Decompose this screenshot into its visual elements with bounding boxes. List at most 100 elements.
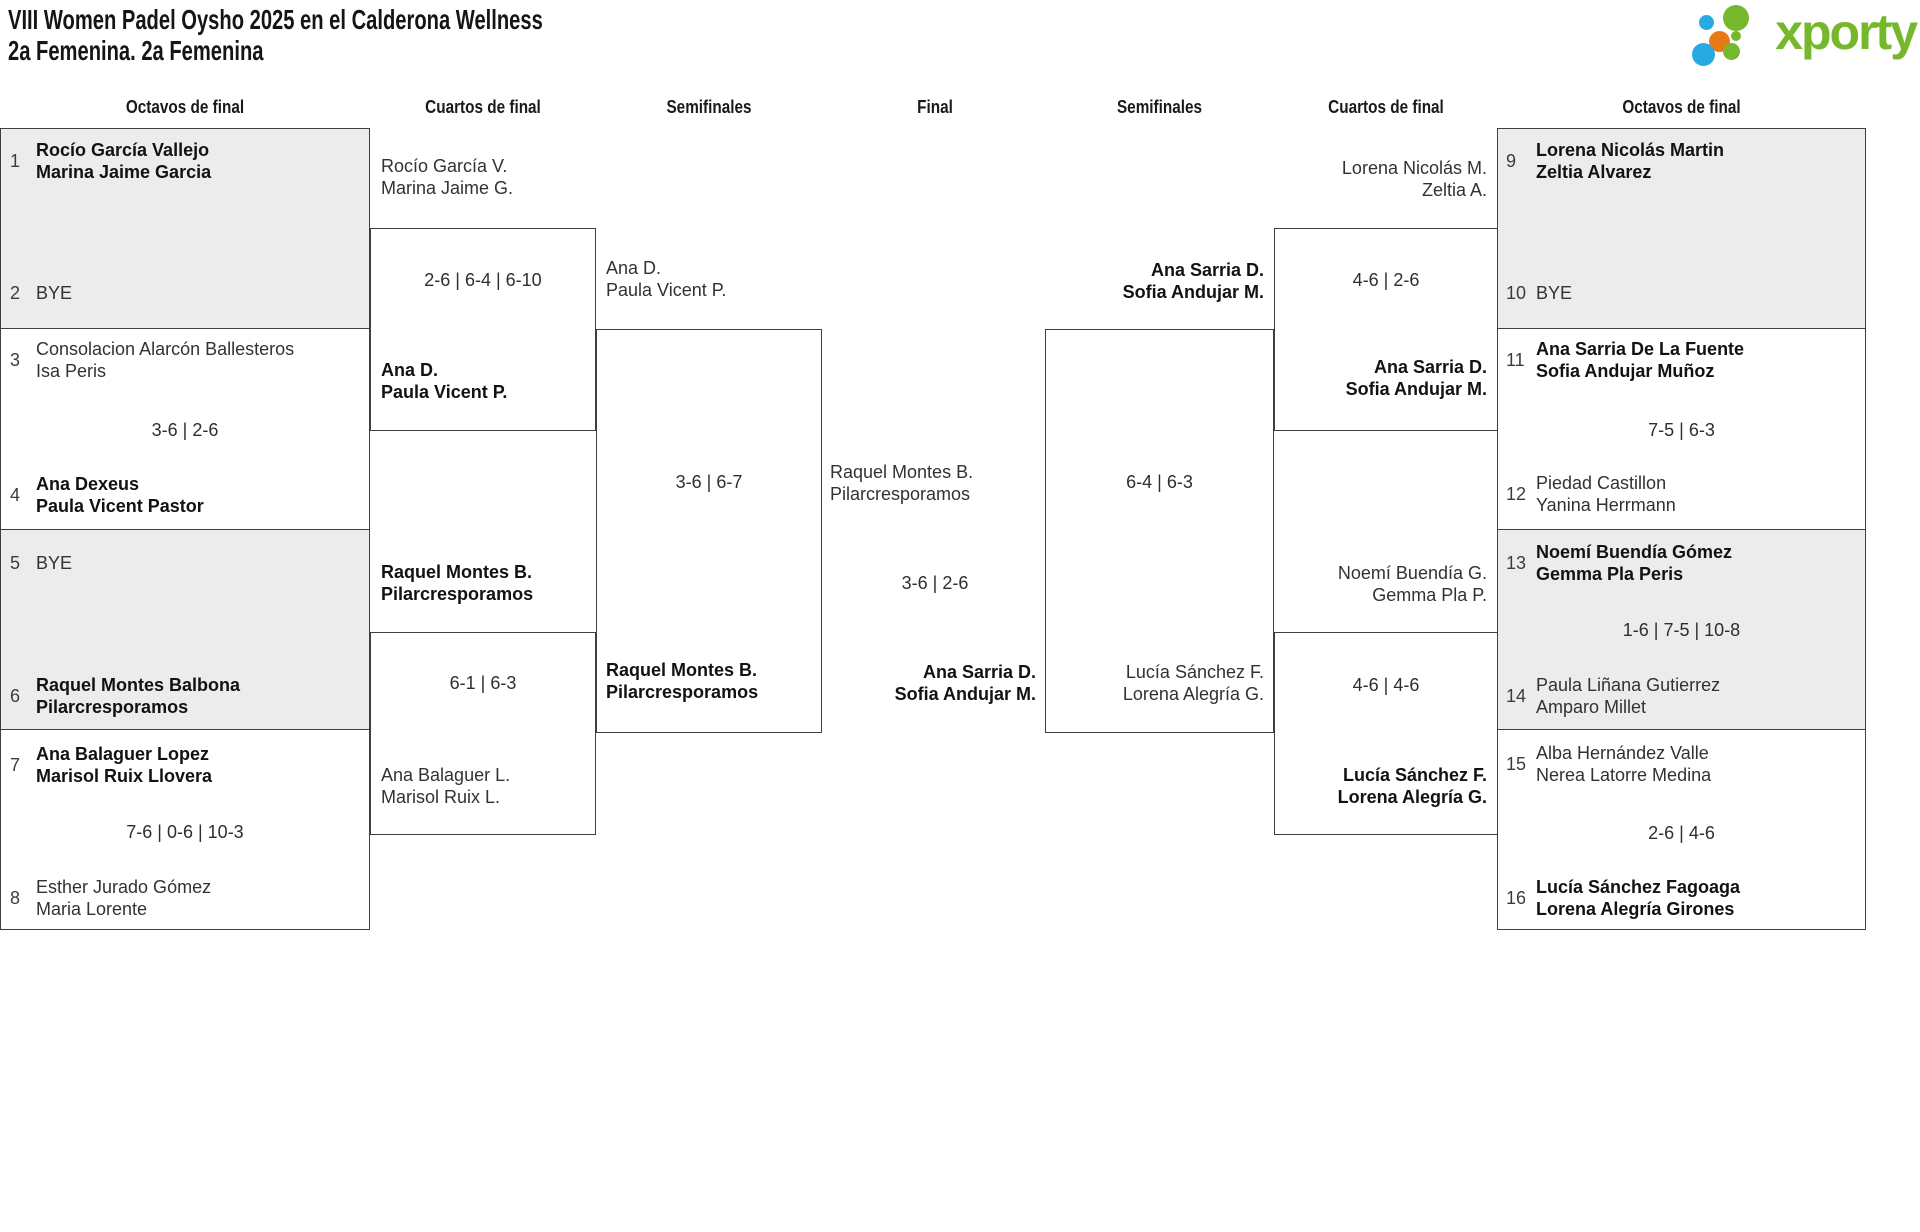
page-title: VIII Women Padel Oysho 2025 en el Calder… <box>8 4 543 66</box>
match-box-qf-left-1 <box>370 228 596 431</box>
team-entry: Rocío García V.Marina Jaime G. <box>381 156 514 198</box>
team-entry: Raquel Montes B.Pilarcresporamos <box>381 562 534 604</box>
team-entry: Noemí Buendía G.Gemma Pla P. <box>1337 563 1487 605</box>
seed-number: 7 <box>10 755 21 775</box>
team-entry: Raquel Montes B.Pilarcresporamos <box>606 660 759 702</box>
seed-number: 1 <box>10 151 21 171</box>
category-name: 2a Femenina. 2a Femenina <box>8 35 264 66</box>
seed-number: 14 <box>1506 686 1527 706</box>
seed-number: 3 <box>10 350 21 370</box>
match-box-r16-left-2 <box>0 328 370 530</box>
match-score-r16-left-2: 3-6 | 2-6 <box>151 420 219 440</box>
team-names: BYE <box>36 283 73 303</box>
match-box-qf-right-2 <box>1274 632 1498 835</box>
tournament-name: VIII Women Padel Oysho 2025 en el Calder… <box>8 4 543 35</box>
team-names: BYE <box>36 553 73 573</box>
round-header-sf-left: Semifinales <box>666 97 752 117</box>
logo-dot-blue-small <box>1699 15 1714 30</box>
round-header-sf-right: Semifinales <box>1116 97 1203 117</box>
round-header-r16-left: Octavos de final <box>125 97 245 117</box>
team-entry-seed-10: 10 BYE <box>1506 282 1572 304</box>
logo-wordmark: xporty <box>1775 4 1918 60</box>
logo-dot-blue-large <box>1692 43 1715 66</box>
match-score-r16-right-4: 2-6 | 4-6 <box>1648 823 1715 843</box>
match-score-qf-right-1: 4-6 | 2-6 <box>1352 270 1420 290</box>
logo-dot-green-tiny <box>1731 31 1741 41</box>
match-score-final: 3-6 | 2-6 <box>901 573 969 593</box>
team-entry-seed-2: 2 BYE <box>10 282 72 304</box>
seed-number: 16 <box>1506 888 1527 908</box>
match-box-qf-left-2 <box>370 632 596 835</box>
logo-dot-green-large <box>1723 5 1749 31</box>
round-header-qf-right: Cuartos de final <box>1328 97 1444 117</box>
team-entry-seed-5: 5 BYE <box>10 552 72 574</box>
team-entry: Ana Sarria D.Sofia Andujar M. <box>1122 260 1264 302</box>
team-entry: Ana Sarria D.Sofia Andujar M. <box>1345 357 1487 399</box>
logo-dot-green-small <box>1723 43 1740 60</box>
seed-number: 9 <box>1506 151 1517 171</box>
match-box-qf-right-1 <box>1274 228 1498 431</box>
seed-number: 2 <box>10 283 21 303</box>
seed-number: 13 <box>1506 553 1527 573</box>
seed-number: 10 <box>1506 283 1527 303</box>
match-box-r16-left-4 <box>0 729 370 930</box>
team-entry: Ana D.Paula Vicent P. <box>381 360 508 402</box>
seed-number: 5 <box>10 553 21 573</box>
seed-number: 15 <box>1506 754 1527 774</box>
match-box-r16-left-1 <box>0 128 370 329</box>
team-entry-finalist-left: Raquel Montes B.Pilarcresporamos <box>830 462 974 504</box>
team-entry: Ana D.Paula Vicent P. <box>606 258 727 300</box>
match-score-qf-right-2: 4-6 | 4-6 <box>1352 675 1420 695</box>
match-box-r16-right-1 <box>1497 128 1866 329</box>
team-names: BYE <box>1536 283 1573 303</box>
match-score-qf-left-1: 2-6 | 6-4 | 6-10 <box>424 270 542 290</box>
seed-number: 8 <box>10 888 21 908</box>
team-entry: Lucía Sánchez F.Lorena Alegría G. <box>1122 662 1264 704</box>
seed-number: 12 <box>1506 484 1527 504</box>
match-box-r16-right-2 <box>1497 328 1866 530</box>
team-entry: Lorena Nicolás M.Zeltia A. <box>1341 158 1487 200</box>
team-entry-champion: Ana Sarria D.Sofia Andujar M. <box>894 662 1036 704</box>
match-box-sf-left <box>596 329 822 733</box>
match-score-r16-left-4: 7-6 | 0-6 | 10-3 <box>126 822 244 842</box>
match-score-sf-right: 6-4 | 6-3 <box>1126 472 1193 492</box>
match-score-sf-left: 3-6 | 6-7 <box>675 472 743 492</box>
seed-number: 6 <box>10 686 21 706</box>
match-score-r16-right-2: 7-5 | 6-3 <box>1648 420 1715 440</box>
team-entry: Ana Balaguer L.Marisol Ruix L. <box>381 765 511 807</box>
seed-number: 4 <box>10 485 21 505</box>
match-score-r16-right-3: 1-6 | 7-5 | 10-8 <box>1622 620 1741 640</box>
team-entry: Lucía Sánchez F.Lorena Alegría G. <box>1337 765 1487 807</box>
match-box-r16-right-3 <box>1497 529 1866 730</box>
seed-number: 11 <box>1506 350 1525 370</box>
round-header-qf-left: Cuartos de final <box>425 97 541 117</box>
match-score-qf-left-2: 6-1 | 6-3 <box>449 673 517 693</box>
